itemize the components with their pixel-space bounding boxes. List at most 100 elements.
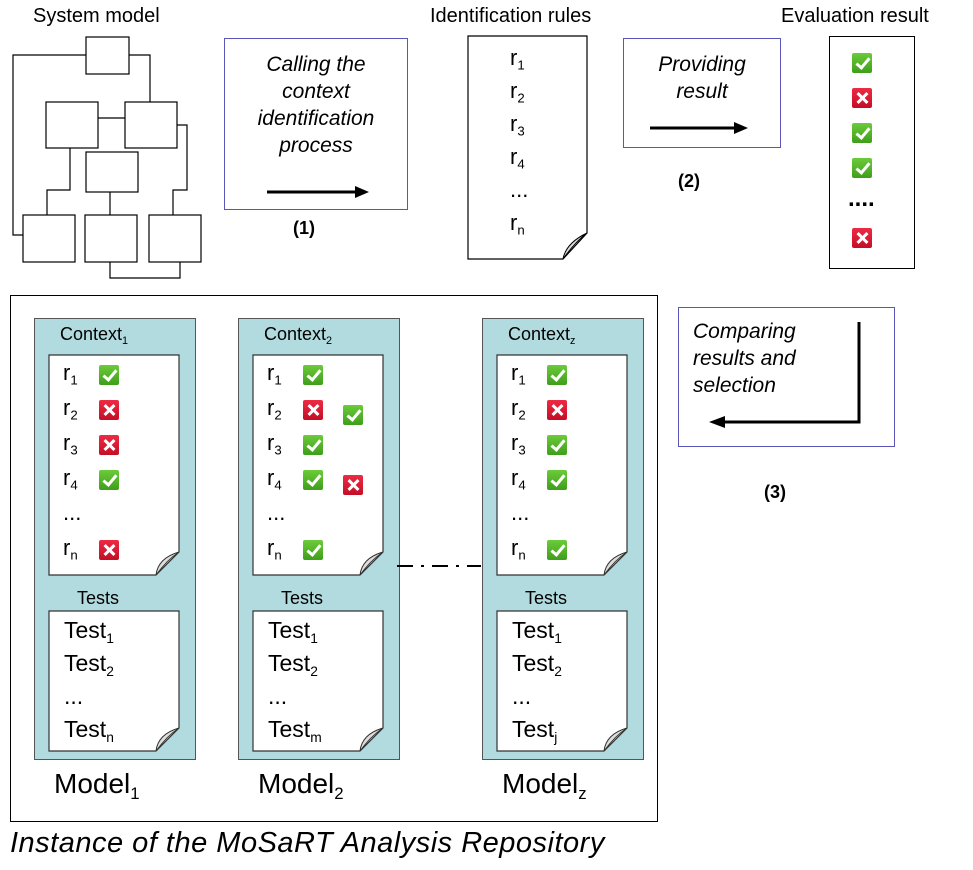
rule-label-base: r	[267, 535, 275, 560]
cross-icon	[303, 400, 323, 420]
check-icon	[547, 435, 567, 455]
step1-line: identification	[257, 107, 375, 130]
rule-label: ...	[510, 177, 528, 202]
model-label: Model2	[258, 768, 344, 802]
check-icon	[99, 470, 119, 490]
context-rule: rn	[267, 535, 282, 562]
rule-label-sub: n	[70, 547, 78, 563]
step3-arrow-icon	[709, 322, 861, 428]
test-label: Test2	[268, 650, 318, 678]
test-label: Testm	[268, 716, 322, 744]
step2-line: result	[676, 80, 728, 103]
rule-label: rn	[63, 535, 78, 563]
step3-label: (3)	[764, 482, 786, 502]
rule-label: r4	[267, 465, 282, 492]
rule-label-base: r	[511, 535, 519, 560]
rule-label-base: ...	[510, 177, 529, 202]
rule-label: r1	[63, 360, 78, 388]
context-rule: r1	[511, 360, 526, 387]
test-label: Test1	[64, 617, 114, 645]
cross-icon	[99, 540, 119, 560]
rule-item: r3	[510, 111, 525, 139]
test-item: Testn	[64, 716, 114, 744]
rule-label-base: ...	[511, 500, 530, 525]
test-label-base: Test	[64, 617, 107, 643]
rule-label: ...	[63, 500, 81, 525]
rule-label-base: ...	[63, 500, 82, 525]
rule-label-sub: 2	[274, 407, 282, 423]
rule-label-base: r	[511, 360, 519, 385]
cross-icon	[852, 228, 872, 248]
test-label: Testj	[512, 716, 558, 745]
rule-label-sub: n	[274, 547, 282, 563]
test-label-sub: j	[554, 729, 558, 745]
test-item: Testj	[512, 716, 558, 745]
rule-label-base: r	[511, 465, 519, 490]
rule-label-base: r	[267, 395, 275, 420]
context-label-base: Context	[264, 324, 327, 344]
check-icon	[852, 53, 872, 73]
test-item: Test2	[64, 650, 114, 678]
model-name-sub: z	[578, 783, 587, 803]
step3-line: results and	[693, 347, 796, 370]
rule-item: r1	[510, 45, 525, 72]
context-rule: rn	[511, 535, 526, 562]
tests-title: Tests	[525, 588, 568, 608]
step2-text: Providing result	[624, 51, 780, 105]
rule-label: r4	[510, 144, 525, 171]
model-name-base: Model	[54, 768, 131, 799]
test-item: Test2	[268, 650, 318, 678]
test-label-base: Test	[64, 716, 107, 742]
rule-label: r3	[63, 430, 78, 458]
step3-callout: Comparing results and selection	[678, 307, 895, 447]
check-icon	[303, 365, 323, 385]
context-title: Context1	[60, 324, 129, 347]
rule-label-base: r	[510, 210, 518, 235]
rules-document	[467, 35, 588, 260]
context-rule: r2	[267, 395, 282, 423]
test-label-base: Test	[512, 716, 555, 742]
evaluation-result-title: Evaluation result	[781, 5, 929, 27]
rule-label: r2	[510, 78, 525, 105]
rule-label: r1	[510, 45, 525, 72]
evaluation-result-box	[829, 36, 915, 269]
model-label: Model1	[54, 768, 140, 802]
step3-text: Comparing results and selection	[693, 318, 796, 399]
test-label: ...	[268, 683, 287, 709]
check-icon	[852, 158, 872, 178]
rule-label-sub: 1	[70, 372, 78, 388]
context-document	[48, 354, 180, 576]
test-item: ...	[64, 683, 83, 710]
rule-label-base: r	[63, 465, 71, 490]
context-rule: r4	[63, 465, 78, 492]
rule-label: r1	[267, 360, 282, 387]
rule-item: r4	[510, 144, 525, 171]
test-label: Test2	[512, 650, 562, 679]
evaluation-ellipsis: ....	[848, 185, 875, 212]
rule-label-base: r	[63, 430, 71, 455]
context-rule: ...	[511, 502, 529, 524]
step3-line: selection	[693, 374, 776, 397]
test-label-base: Test	[268, 716, 311, 742]
test-label-base: ...	[64, 683, 84, 709]
model-name: Modelz	[502, 768, 587, 802]
check-icon	[343, 405, 363, 425]
rule-label-sub: 3	[70, 442, 78, 458]
test-label: Test1	[512, 617, 562, 645]
cross-icon	[99, 400, 119, 420]
rule-label-base: r	[510, 144, 518, 169]
rule-label-sub: 3	[517, 123, 525, 139]
test-item: ...	[512, 683, 531, 710]
check-icon	[547, 365, 567, 385]
rule-label: r2	[511, 395, 526, 422]
test-label-sub: 2	[554, 663, 562, 679]
rule-label: r3	[510, 111, 525, 139]
step3-line: Comparing	[693, 320, 796, 343]
context-rule: r2	[511, 395, 526, 422]
context-rule: r1	[63, 360, 78, 388]
rule-label: r2	[267, 395, 282, 423]
context-label-sub: 1	[122, 334, 129, 347]
test-label-base: Test	[512, 650, 555, 676]
context-title: Context2	[264, 324, 332, 346]
rule-label-sub: 2	[70, 407, 78, 423]
